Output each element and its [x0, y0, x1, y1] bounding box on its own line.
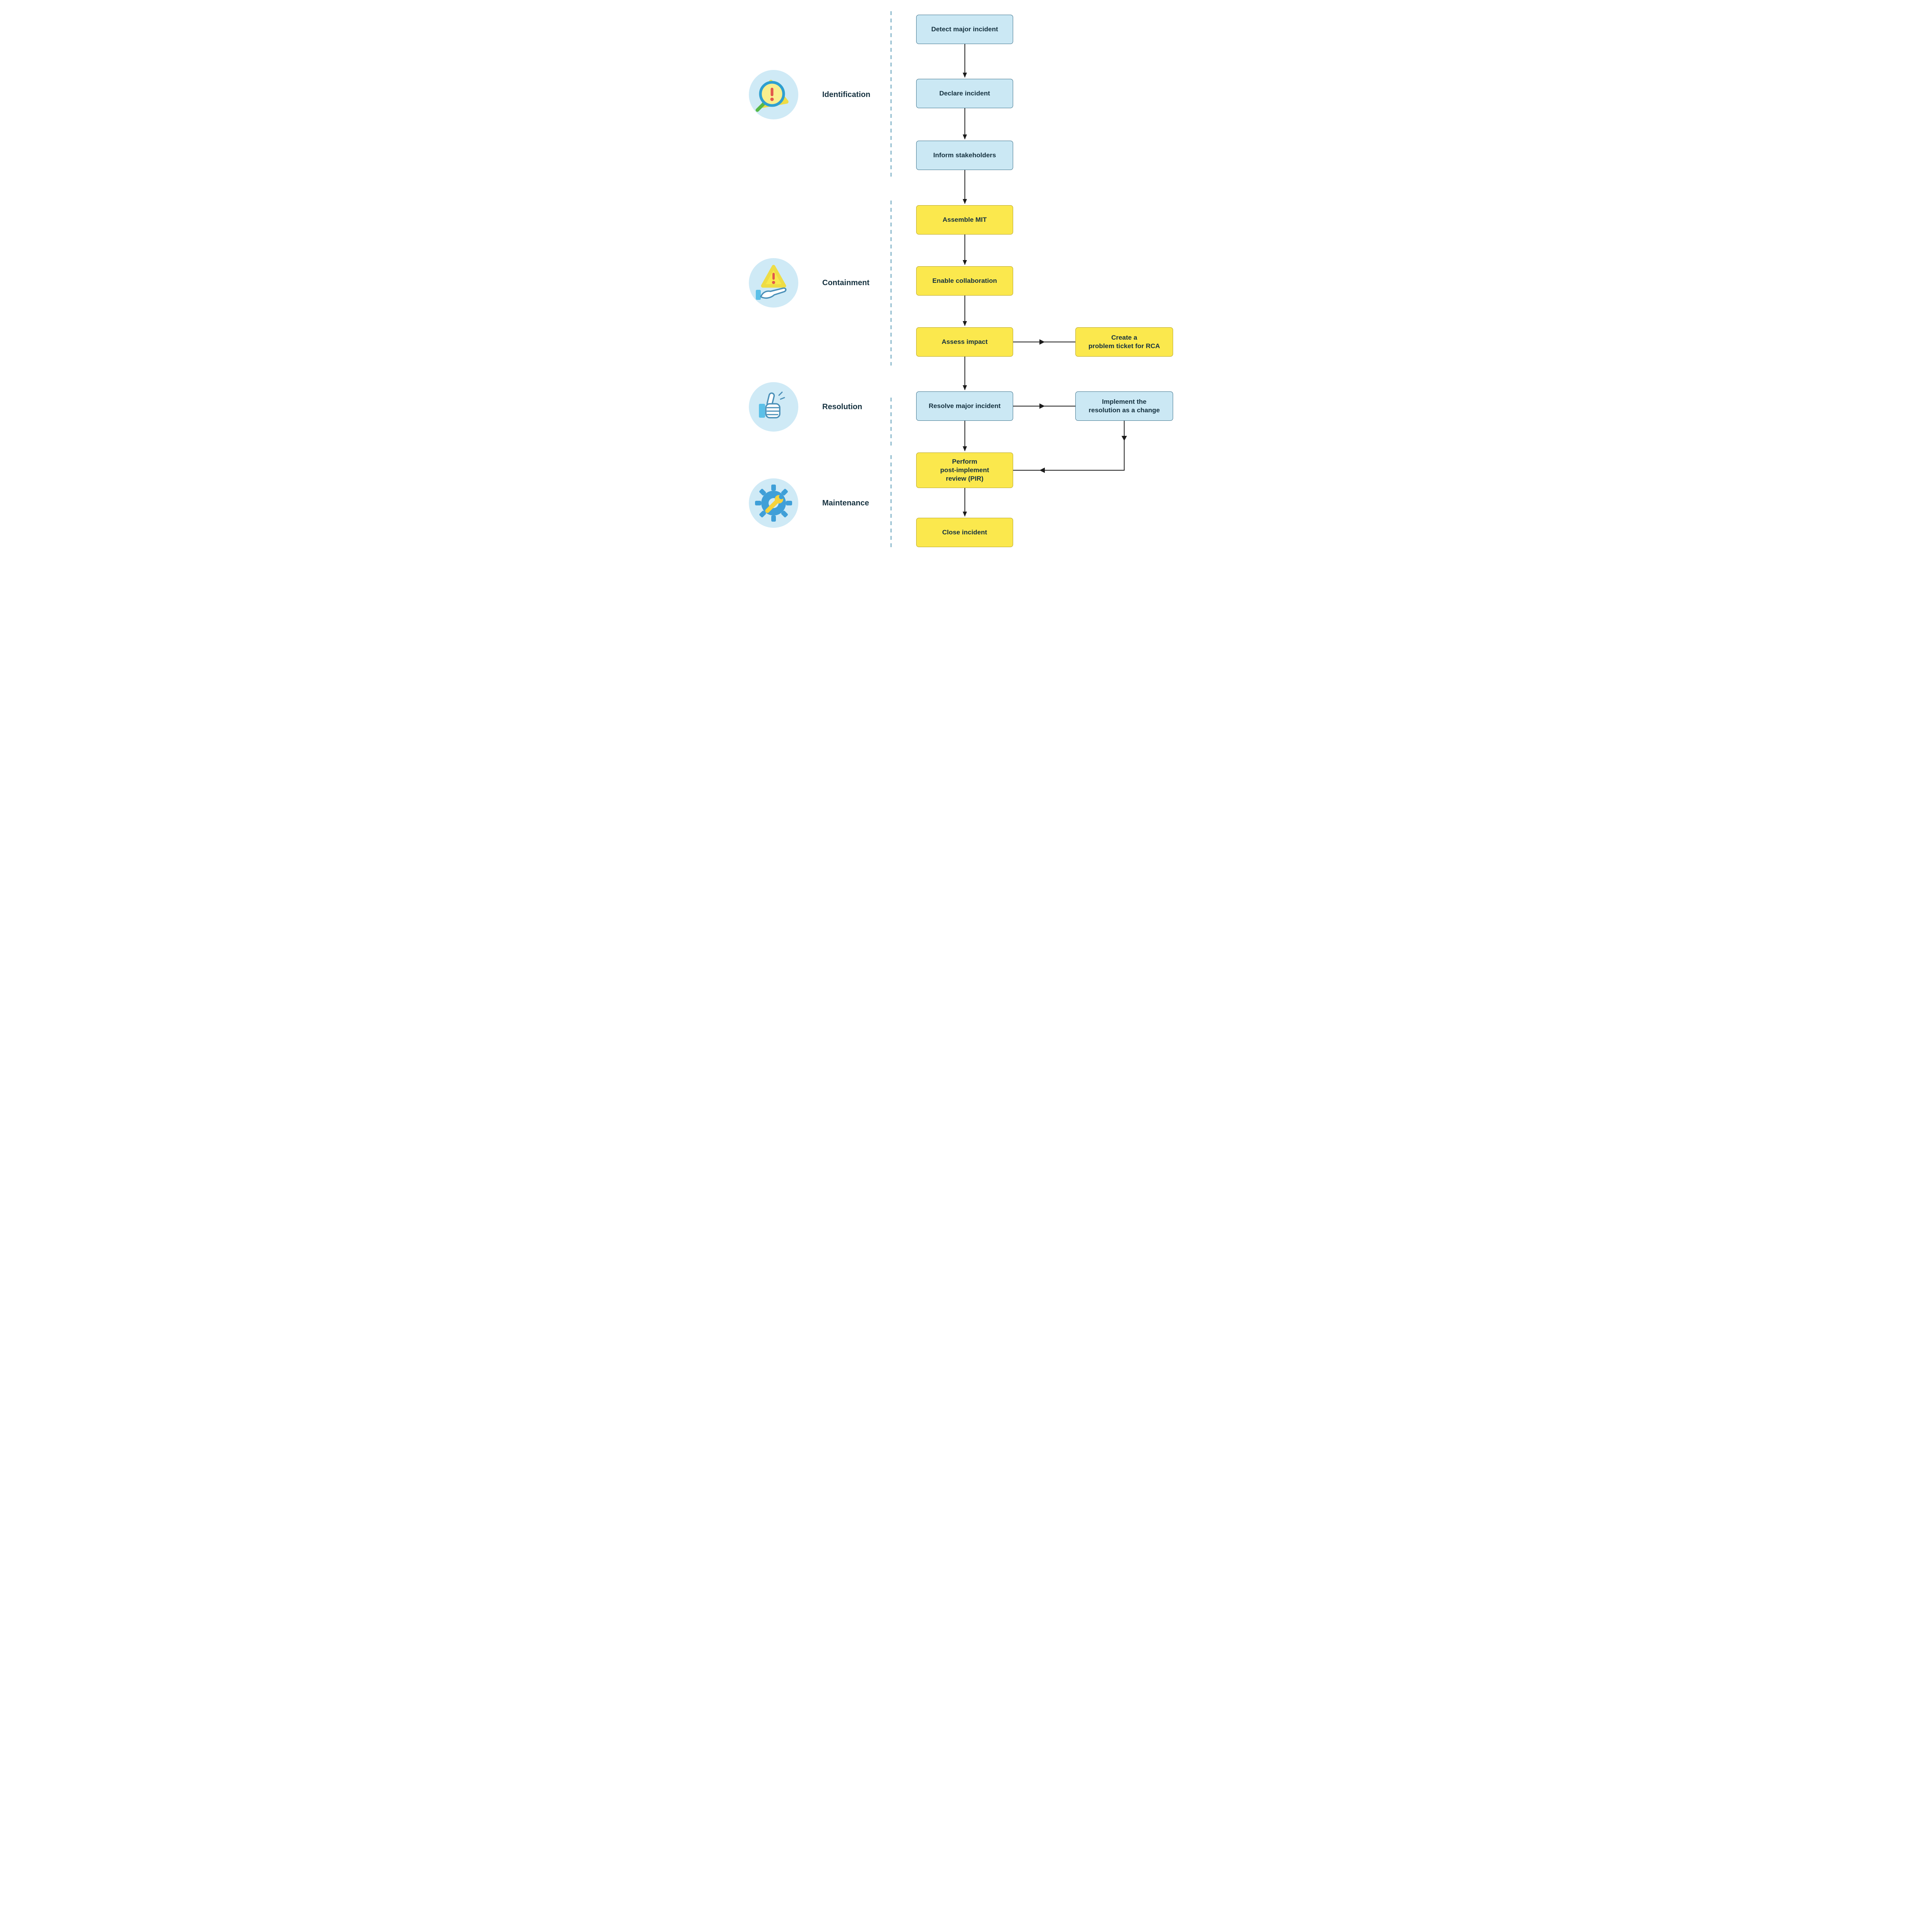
flow-node-close-incident: Close incident: [916, 518, 1013, 547]
flow-node-label: Declare incident: [939, 90, 990, 97]
phase-containment: Containment: [749, 258, 869, 308]
phase-label-resolution: Resolution: [822, 402, 862, 411]
magnifier-warning-icon: [749, 70, 798, 119]
phase-identification: Identification: [749, 70, 870, 119]
flow-node-implement-resolution-change: Implement the resolution as a change: [1075, 391, 1173, 421]
flow-node-detect-major-incident: Detect major incident: [916, 15, 1013, 44]
flow-node-label: Perform post-implement review (PIR): [940, 458, 989, 482]
connector-layer: [890, 11, 1127, 551]
flow-node-label: Create a problem ticket for RCA: [1088, 334, 1160, 350]
phase-resolution: Resolution: [749, 382, 862, 432]
flow-node-perform-pir: Perform post-implement review (PIR): [916, 452, 1013, 488]
flow-node-label: Detect major incident: [931, 26, 998, 33]
phase-maintenance: Maintenance: [749, 478, 869, 528]
flow-node-assemble-mit: Assemble MIT: [916, 205, 1013, 235]
flow-node-label: Assemble MIT: [942, 216, 987, 224]
phase-label-maintenance: Maintenance: [822, 498, 869, 507]
mid-arrowheads: [1039, 339, 1127, 473]
gear-wrench-icon: [749, 478, 798, 528]
flow-node-label: Close incident: [942, 529, 987, 536]
diagram-canvas: Identification Containment: [661, 0, 1271, 587]
phase-label-containment: Containment: [822, 278, 870, 287]
flow-node-label: Implement the resolution as a change: [1088, 398, 1160, 414]
phase-label-identification: Identification: [822, 90, 871, 99]
flow-node-label: Assess impact: [941, 338, 988, 346]
flow-node-declare-incident: Declare incident: [916, 79, 1013, 108]
flow-node-inform-stakeholders: Inform stakeholders: [916, 141, 1013, 170]
flow-node-create-problem-ticket-rca: Create a problem ticket for RCA: [1075, 327, 1173, 357]
flow-node-label: Resolve major incident: [929, 402, 1001, 410]
flow-node-assess-impact: Assess impact: [916, 327, 1013, 357]
thumbs-up-icon: [749, 382, 798, 432]
flow-node-label: Inform stakeholders: [933, 151, 996, 159]
hand-warning-icon: [749, 258, 798, 308]
flow-node-enable-collaboration: Enable collaboration: [916, 266, 1013, 296]
flow-node-label: Enable collaboration: [932, 277, 997, 285]
flow-node-resolve-major-incident: Resolve major incident: [916, 391, 1013, 421]
